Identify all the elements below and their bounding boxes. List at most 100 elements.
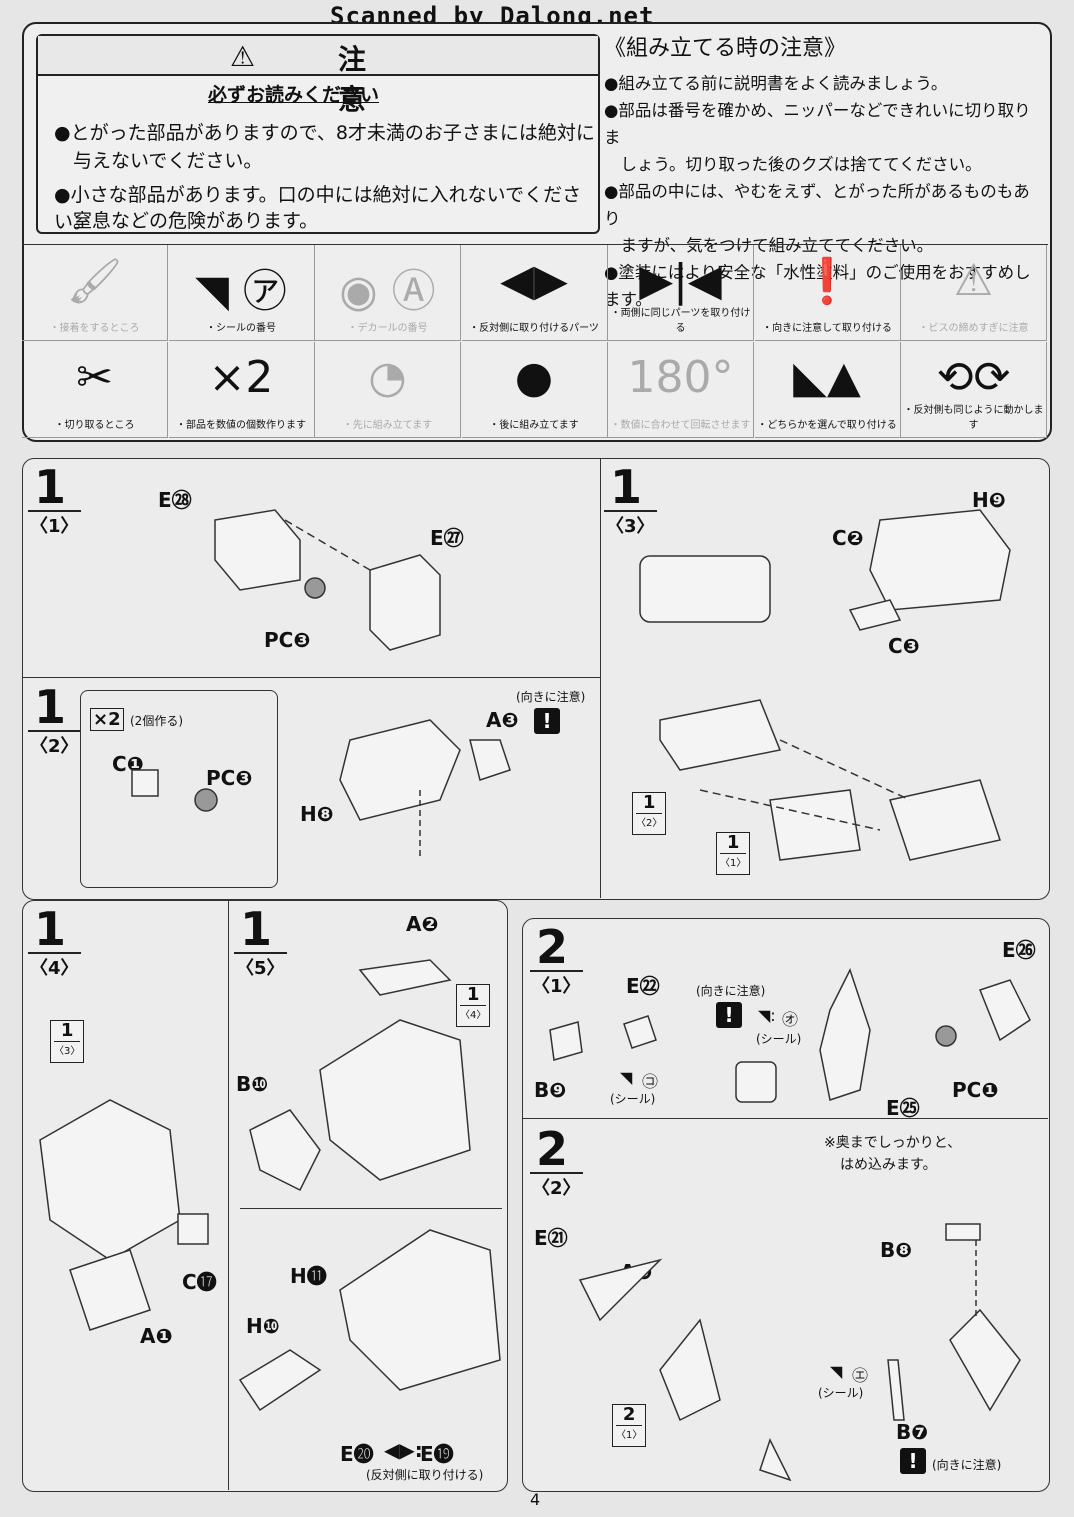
legend-symbol-icon: ◣▲ [793,352,861,403]
seal-icon: ◥ [830,1362,843,1381]
assembly-note-line: ●組み立てる前に説明書をよく読みましょう。 [604,74,948,93]
substep-label: 〈4〉 [28,952,81,980]
step-reference: 1〈1〉 [716,832,751,875]
legend-cell: ◣▲ ・どちらかを選んで取り付ける [754,342,901,438]
part-label: H❽ [300,802,334,826]
ref-num: 1 [466,984,480,1005]
legend-symbol-icon: ✂ [76,352,113,403]
part-label: E㉘ [158,488,192,512]
legend-symbol-icon: ❗ [799,256,855,307]
ref-num: 1 [60,1020,74,1041]
part-label: PC❶ [952,1078,999,1102]
part-label: PC❸ [264,628,311,652]
orientation-note: (向きに注意) [516,690,586,704]
step-number: 1 [34,460,67,514]
step-number: 1 [610,460,643,514]
seal-note: (シール) [756,1032,802,1046]
legend-symbol-icon: ◀▶ [500,255,568,306]
part-label: B❿ [236,1072,269,1096]
step-reference: 1〈3〉 [50,1020,85,1063]
opposite-side-note: (反対側に取り付ける) [366,1468,484,1482]
legend-label: ・後に組み立てます [489,420,579,431]
legend-label: ・向きに注意して取り付ける [762,323,892,334]
make-count-note: (2個作る) [130,714,183,728]
part-label: B❼ [896,1420,929,1444]
legend-cell: ⚠ ・ビスの締めすぎに注意 [901,245,1047,341]
substep-label: 〈2〉 [530,1172,583,1200]
opposite-side-icon: ◀▶: [384,1438,423,1462]
step-reference: 1〈4〉 [456,984,491,1027]
seal-number: ㋓ [852,1366,869,1385]
make-count-badge: ×2 [90,708,124,731]
part-label: E㉒ [626,974,660,998]
legend-label: ・デカールの番号 [347,323,428,334]
legend-cell: ◥ ㋐・シールの番号 [168,245,315,341]
substep-label: 〈3〉 [604,510,657,538]
part-label: E⓳ [420,1442,454,1466]
part-label: E⓴ [340,1442,374,1466]
part-label: C❷ [832,526,864,550]
ref-sub: 〈3〉 [54,1041,81,1062]
legend-label: ・反対側に取り付けるパーツ [469,323,599,334]
assembly-notes-heading: 《組み立てる時の注意》 [604,36,847,61]
legend-cell: ◉ Ⓐ・デカールの番号 [315,245,461,341]
part-label: A❸ [486,708,519,732]
ref-num: 1 [642,792,656,813]
legend-symbol-icon: ⟲⟳ [936,352,1011,403]
legend-symbol-icon: ×2 [208,352,274,403]
ref-sub: 〈2〉 [636,813,663,834]
legend-cell: ◀▶ ・反対側に取り付けるパーツ [461,245,608,341]
part-label: C❸ [888,634,920,658]
ref-sub: 〈1〉 [720,853,747,874]
legend-cell: ◔・先に組み立てます [315,342,461,438]
substep-label: 〈2〉 [28,730,81,758]
step-panel-lower-right [522,918,1050,1492]
seal-number: ㋙ [642,1072,659,1091]
orientation-icon: ! [534,708,560,734]
note-line: ※奥までしっかりと、 [824,1135,962,1151]
part-label: H❿ [246,1314,280,1338]
legend-cell: ● ・後に組み立てます [461,342,608,438]
legend-label: ・接着をするところ [49,323,140,334]
legend-label: ・どちらかを選んで取り付ける [757,420,897,431]
assembly-note-line: ますが、気をつけて組み立ててください。 [604,236,934,255]
legend-cell: ▶|◀・両側に同じパーツを取り付ける [608,245,754,341]
symbol-legend: 🖌 ・接着をするところ ◥ ㋐・シールの番号◉ Ⓐ・デカールの番号 ◀▶ ・反対側に取り… [22,244,1048,439]
ref-sub: 〈4〉 [460,1005,487,1026]
part-label: B❽ [880,1238,913,1262]
part-label: H⓫ [290,1264,327,1288]
part-label: E㉕ [886,1096,920,1120]
caution-line: 与えないでください。 [54,150,263,172]
part-label: A❷ [406,912,439,936]
orientation-note: (向きに注意) [696,984,766,998]
part-label: B❾ [534,1078,567,1102]
legend-label: ・反対側も同じように動かします [903,405,1044,431]
subassembly-box [80,690,278,888]
caution-line: 窒息などの危険があります。 [54,210,319,232]
seal-note: (シール) [818,1386,864,1400]
part-label: C⓱ [182,1270,217,1294]
part-label: PC❸ [206,766,253,790]
legend-symbol-icon: 180° [627,352,734,403]
assembly-note-line: しょう。切り取った後のクズは捨ててください。 [604,155,982,174]
legend-symbol-icon: 🖌 [66,256,123,307]
orientation-icon: ! [716,1002,742,1028]
part-label: H❾ [972,488,1006,512]
legend-symbol-icon: ⚠ [953,255,994,306]
ref-num: 1 [726,832,740,853]
substep-label: 〈1〉 [28,510,81,538]
seal-icon: ◥ [620,1068,633,1087]
seal-icon: ◥: [758,1006,776,1025]
assembly-note-line: ●部品の中には、やむをえず、とがった所があるものもあり [604,182,1030,228]
assembly-notes: 《組み立てる時の注意》 ●組み立てる前に説明書をよく読みましょう。 ●部品は番号… [604,30,1044,313]
caution-box: ⚠ 注 意 必ずお読みください ●とがった部品がありますので、8才未満のお子さま… [36,34,600,234]
part-label: E㉑ [534,1226,568,1250]
step-number: 1 [240,902,273,956]
legend-label: ・ビスの締めすぎに注意 [918,323,1029,334]
caution-header: ⚠ 注 意 [38,36,598,116]
caution-line: ●小さな部品があります。口の中には絶対に入れないでください。 [54,184,582,233]
legend-symbol-icon: ● [514,352,554,403]
substep-label: 〈1〉 [530,970,583,998]
step-number: 2 [536,1122,569,1176]
